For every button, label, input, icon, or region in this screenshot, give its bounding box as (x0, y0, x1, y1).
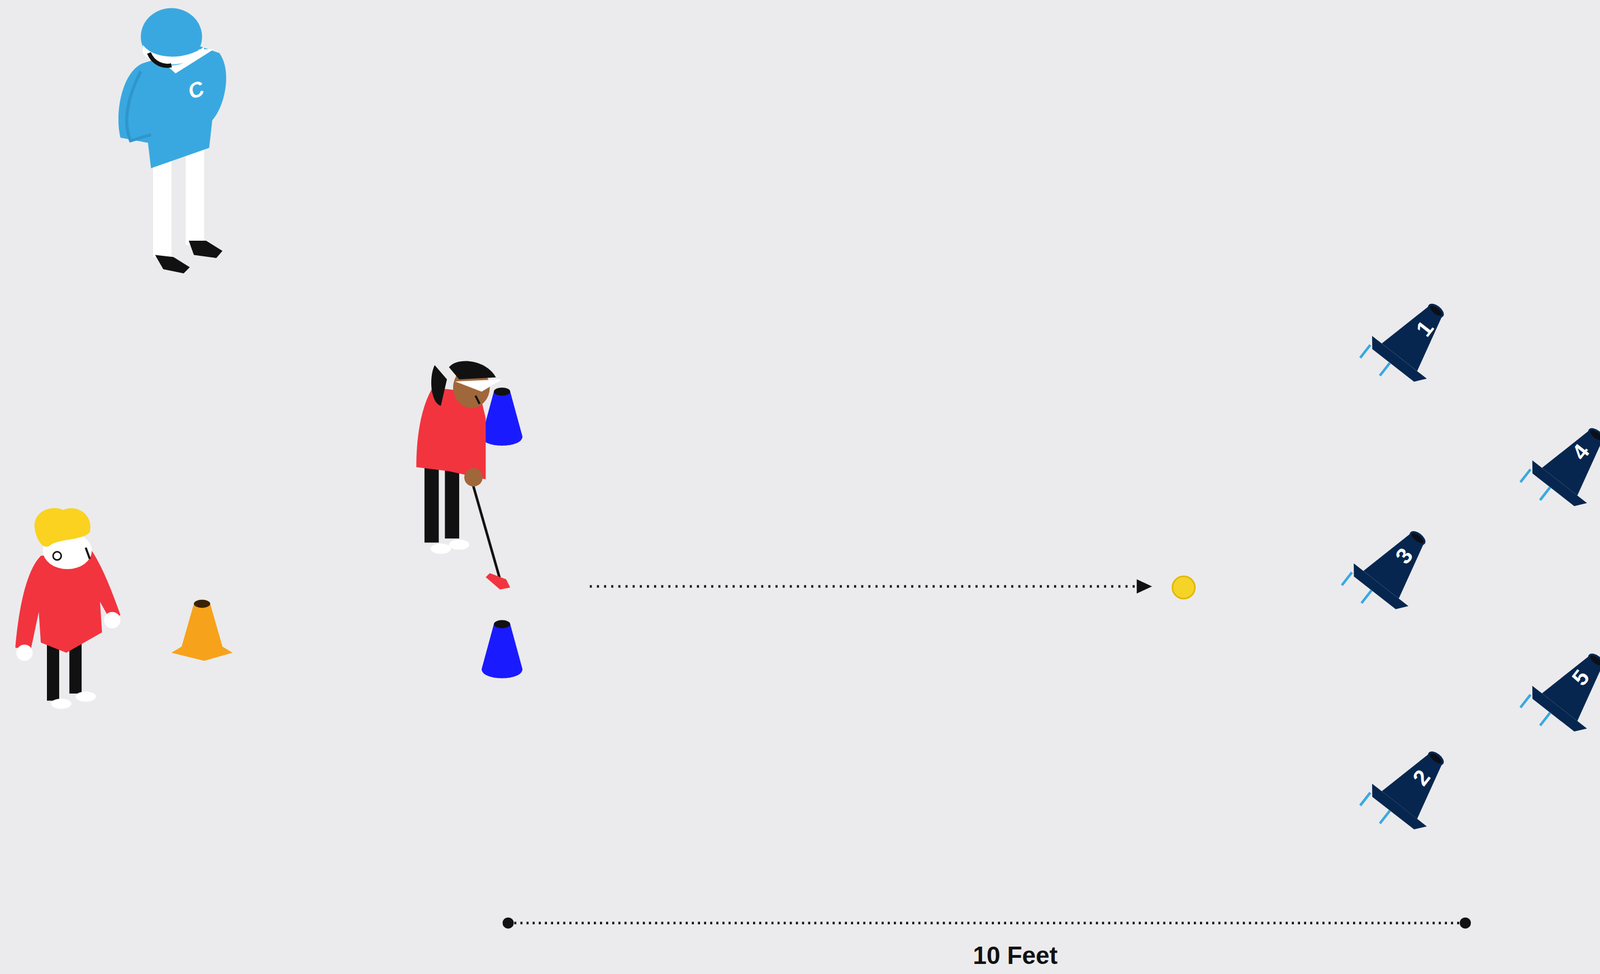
dimension-line (508, 921, 1466, 925)
cone-number: 1 (1411, 316, 1437, 341)
target-cone (1355, 286, 1466, 400)
waiting-player (15, 508, 121, 709)
cone-number: 5 (1568, 665, 1594, 690)
dimension-end (502, 917, 514, 930)
ball-path (589, 585, 1140, 589)
cone-number: 2 (1408, 765, 1435, 790)
target-cone (1337, 513, 1448, 628)
putting-player (416, 360, 511, 590)
coach-figure (118, 8, 227, 274)
cone-number: 4 (1568, 440, 1594, 464)
target-cone (1355, 734, 1466, 848)
marker-cone (171, 600, 233, 662)
golf-ball (1172, 576, 1195, 599)
ball-path-head (1136, 579, 1152, 594)
dimension-end (1459, 917, 1471, 930)
shirt-logo: C (184, 77, 207, 103)
dimension-label: 10 Feet (973, 943, 1059, 969)
target-cone (1516, 636, 1600, 750)
cone-number: 3 (1391, 544, 1417, 568)
target-cone (1516, 410, 1600, 525)
gate-cone (481, 620, 523, 679)
